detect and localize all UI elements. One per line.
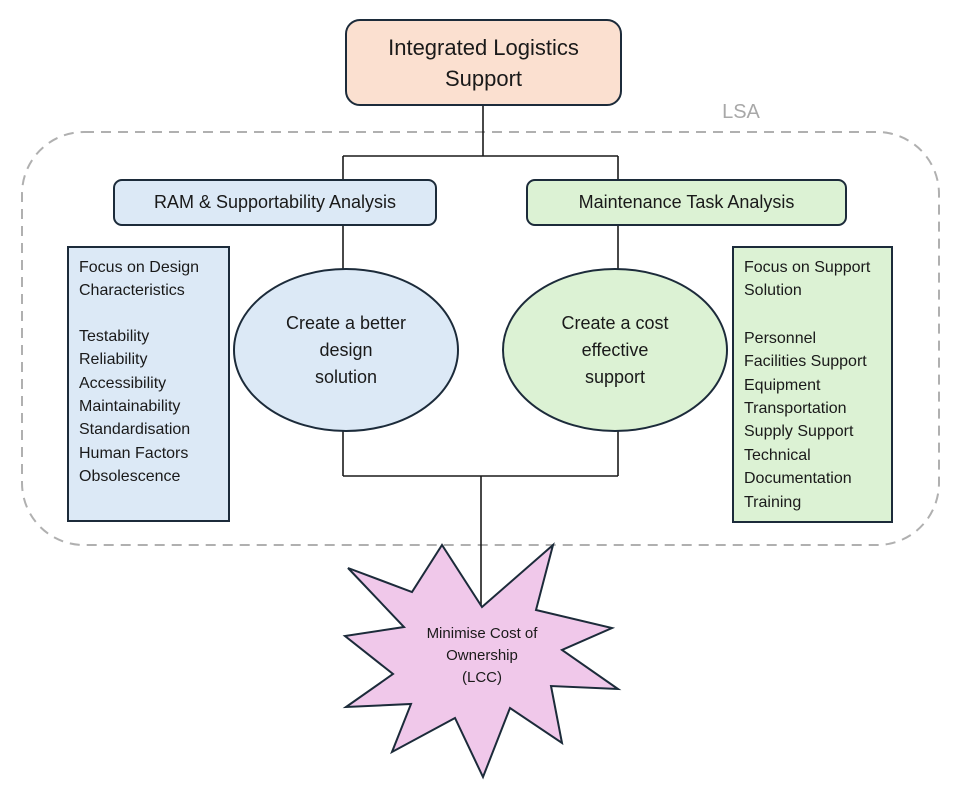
- right-panel-item: Facilities Support: [744, 353, 867, 371]
- connector-lines: [342, 106, 619, 606]
- right-panel-item: Personnel: [744, 329, 817, 347]
- top-node-shape: [345, 19, 622, 106]
- right-support-panel: Focus on Support Solution Personnel Faci…: [733, 247, 892, 522]
- left-panel-item: Reliability: [79, 351, 148, 369]
- left-panel-item: Testability: [79, 327, 150, 345]
- outcome-starburst-shape: [342, 542, 622, 780]
- outcome-line: Minimise Cost of: [426, 625, 538, 642]
- left-goal-line: solution: [314, 366, 378, 387]
- outcome-line: Ownership: [446, 647, 518, 664]
- left-panel-item: Human Factors: [79, 444, 189, 462]
- left-panel-item: Standardisation: [79, 421, 191, 439]
- left-goal-line: design: [319, 339, 373, 360]
- left-panel-item: Accessibility: [79, 374, 167, 392]
- left-goal-line: Create a better: [285, 312, 407, 333]
- left-panel-item: Obsolescence: [79, 468, 181, 486]
- right-branch-title-shape: [526, 179, 847, 226]
- right-branch-title-label: Maintenance Task Analysis: [578, 192, 795, 212]
- left-panel-shape: [67, 246, 230, 522]
- lsa-label: LSA: [722, 101, 760, 123]
- right-panel-heading: Focus on Support Solution: [744, 259, 871, 300]
- right-panel-shape: [732, 246, 893, 523]
- left-panel-heading: Focus on Design Characteristics: [79, 259, 200, 300]
- left-branch-title: RAM & Supportability Analysis: [114, 180, 436, 225]
- right-branch-title: Maintenance Task Analysis: [527, 180, 846, 225]
- right-goal-shape: [502, 268, 728, 432]
- top-node-label-line2: Support: [444, 65, 523, 91]
- right-panel-item: Documentation: [744, 470, 852, 488]
- left-branch-title-label: RAM & Supportability Analysis: [153, 192, 397, 212]
- right-goal-line: Create a cost: [561, 312, 669, 333]
- left-characteristics-panel: Focus on Design Characteristics Testabil…: [68, 247, 229, 521]
- outcome-line: (LCC): [462, 669, 502, 686]
- right-goal: Create a cost effective support: [503, 269, 727, 431]
- left-goal-shape: [233, 268, 459, 432]
- outcome-node: Minimise Cost of Ownership (LCC): [396, 618, 568, 694]
- right-panel-item: Training: [744, 493, 802, 511]
- right-goal-line: effective: [581, 339, 649, 360]
- right-panel-item: Supply Support: [744, 423, 854, 441]
- left-goal: Create a better design solution: [234, 269, 458, 431]
- right-panel-item: Transportation: [744, 400, 847, 418]
- left-panel-item: Maintainability: [79, 398, 181, 416]
- right-panel-item: Technical: [744, 446, 811, 464]
- right-panel-item: Equipment: [744, 376, 821, 394]
- left-branch-title-shape: [113, 179, 437, 226]
- top-node-label-line1: Integrated Logistics: [388, 34, 579, 60]
- top-node: Integrated Logistics Support: [346, 20, 621, 105]
- right-goal-line: support: [584, 366, 646, 387]
